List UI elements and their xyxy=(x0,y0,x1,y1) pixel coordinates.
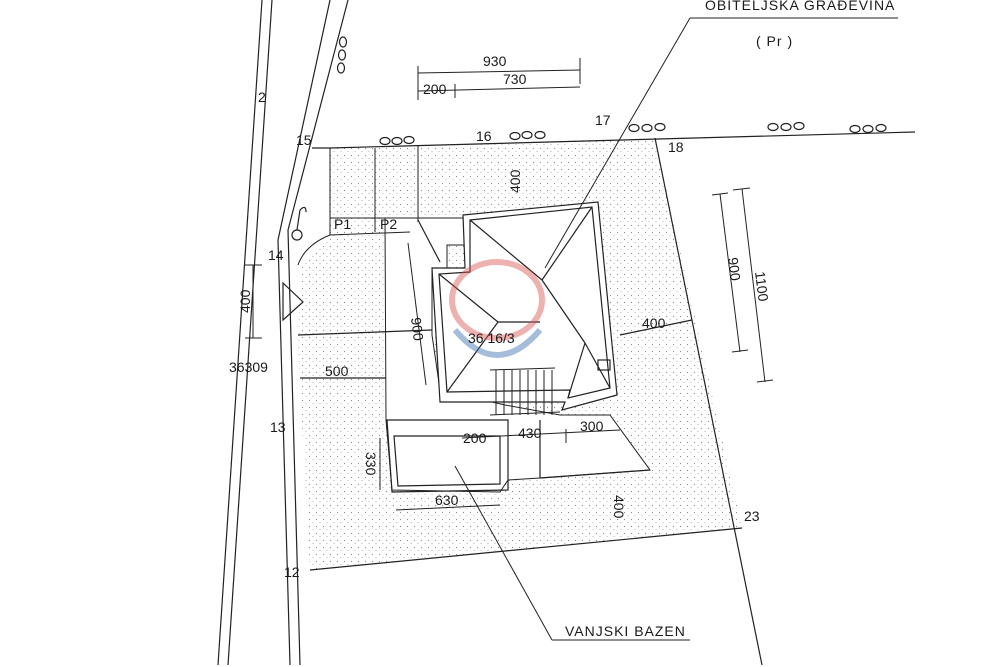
dim-400-front: 400 xyxy=(507,169,523,193)
parking-p2-label: P2 xyxy=(380,216,397,232)
building-label: OBITELJSKA GRAĐEVINA xyxy=(705,0,895,13)
dim-500: 500 xyxy=(325,363,349,379)
outdoor-pool xyxy=(386,419,509,493)
point-16: 16 xyxy=(476,128,492,144)
dim-730: 730 xyxy=(503,71,527,87)
dim-430: 430 xyxy=(518,425,542,441)
parking-p1-label: P1 xyxy=(334,216,351,232)
house-footprint xyxy=(431,201,618,411)
point-12: 12 xyxy=(284,564,300,580)
parcel-number: 36309 xyxy=(229,359,268,375)
point-23: 23 xyxy=(744,508,760,524)
entry-symbols xyxy=(282,206,307,322)
point-2: 2 xyxy=(258,89,266,105)
dim-630: 630 xyxy=(435,492,459,508)
paved-areas xyxy=(384,217,651,493)
boundary-lines xyxy=(217,0,916,666)
dimension-lines xyxy=(245,17,898,641)
dim-900-right: 900 xyxy=(725,256,744,281)
dim-200-pool: 200 xyxy=(463,430,487,446)
point-15: 15 xyxy=(296,132,312,148)
stairs xyxy=(489,367,561,416)
point-14: 14 xyxy=(268,247,284,263)
pool-label: VANJSKI BAZEN xyxy=(565,623,686,639)
dim-300: 300 xyxy=(580,418,604,434)
dim-200-top: 200 xyxy=(423,81,447,97)
building-floor-label: ( Pr ) xyxy=(756,33,793,49)
dim-400-right: 400 xyxy=(642,315,666,331)
dim-930: 930 xyxy=(483,53,507,69)
point-13: 13 xyxy=(270,419,286,435)
dim-400-rear: 400 xyxy=(611,495,627,519)
dimension-labels: 930 200 730 400 400 500 900 900 1100 400… xyxy=(237,53,772,519)
parking-lines xyxy=(297,145,465,266)
point-17: 17 xyxy=(595,112,611,128)
plot-code-label: 36 16/3 xyxy=(468,330,515,346)
shrub-symbols xyxy=(336,36,887,146)
dim-900-house: 900 xyxy=(408,316,427,341)
dim-1100: 1100 xyxy=(752,270,772,302)
annotation-labels: OBITELJSKA GRAĐEVINA ( Pr ) VANJSKI BAZE… xyxy=(229,0,895,639)
dim-400-entry: 400 xyxy=(237,289,253,313)
remax-watermark xyxy=(449,259,545,358)
dim-330: 330 xyxy=(363,452,379,476)
point-number-labels: 2 12 13 14 15 16 17 18 23 xyxy=(258,89,760,580)
point-18: 18 xyxy=(668,139,684,155)
